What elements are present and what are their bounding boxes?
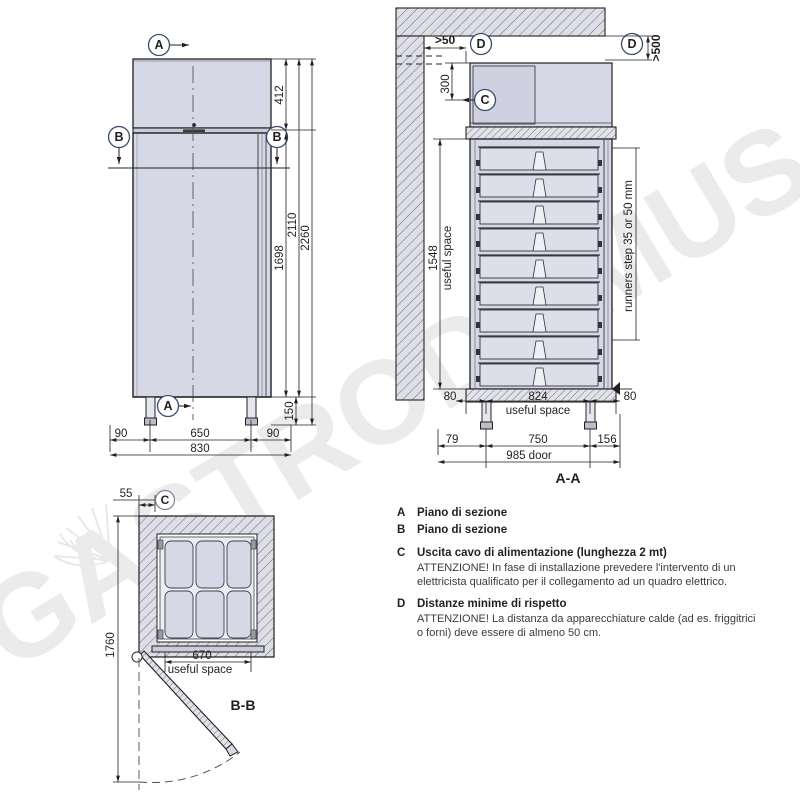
dim-rear-offset: 156 bbox=[597, 434, 616, 446]
legend-key-c: C bbox=[397, 547, 406, 559]
legend-note-c: ATTENZIONE! In fase di installazione pre… bbox=[417, 562, 736, 588]
clearance-top-label: >500 bbox=[649, 34, 663, 61]
legend-item-d: D Distanze minime di rispetto ATTENZIONE… bbox=[397, 596, 757, 640]
dim-center-width: 650 bbox=[190, 428, 209, 440]
clearance-dims bbox=[423, 35, 652, 390]
marker-label-a-top: A bbox=[154, 38, 163, 52]
front-horizontal-dims bbox=[109, 420, 292, 457]
marker-b-left bbox=[107, 125, 131, 164]
legend-key-d: D bbox=[397, 598, 406, 610]
marker-label-b-right: B bbox=[272, 130, 281, 144]
dim-useful-height-label: useful space bbox=[442, 226, 454, 291]
dim-left-inset: 90 bbox=[115, 428, 128, 440]
marker-label-d-right: D bbox=[627, 37, 636, 51]
legend-title-b: Piano di sezione bbox=[417, 524, 508, 536]
dim-overall-height: 2260 bbox=[300, 225, 312, 251]
legend-title-c: Uscita cavo di alimentazione (lunghezza … bbox=[417, 547, 667, 559]
front-elevation-geometry bbox=[132, 58, 272, 426]
marker-label-c-aa: C bbox=[480, 93, 489, 107]
marker-d-right bbox=[620, 32, 644, 56]
dim-useful-width-label: useful space bbox=[168, 664, 233, 676]
dim-top-panel-height: 412 bbox=[274, 85, 286, 104]
dim-aa-right-offset: 80 bbox=[624, 391, 637, 403]
dim-right-inset: 90 bbox=[267, 428, 280, 440]
marker-label-c-bb: C bbox=[161, 493, 170, 507]
section-aa-geometry bbox=[395, 7, 632, 430]
dim-door-height: 1698 bbox=[274, 245, 286, 271]
tray-stack bbox=[476, 146, 602, 387]
dim-runners-step: runners step 35 or 50 mm bbox=[623, 180, 635, 312]
legend-title-a: Piano di sezione bbox=[417, 507, 508, 519]
marker-d-left bbox=[469, 32, 493, 56]
dim-cable-offset: 55 bbox=[120, 488, 133, 500]
dim-overall-width: 830 bbox=[190, 443, 209, 455]
legend-item-c: C Uscita cavo di alimentazione (lunghezz… bbox=[397, 545, 757, 589]
dim-front-offset: 79 bbox=[446, 434, 459, 446]
dim-leg-height: 150 bbox=[284, 401, 296, 420]
marker-label-d-left: D bbox=[476, 37, 485, 51]
bb-dims bbox=[113, 489, 252, 783]
dim-cable-height: 300 bbox=[440, 74, 452, 93]
legend-key-b: B bbox=[397, 524, 406, 536]
dim-door-depth: 985 door bbox=[506, 450, 552, 462]
front-vertical-dims bbox=[271, 58, 316, 426]
dim-useful-depth-label: useful space bbox=[506, 405, 571, 417]
legend-block: A Piano di sezione B Piano di sezione C … bbox=[397, 505, 757, 641]
legend-item-a: A Piano di sezione bbox=[397, 505, 757, 521]
dim-overall-depth: 1760 bbox=[105, 632, 117, 658]
aa-bottom-dims bbox=[437, 399, 621, 468]
marker-a-top bbox=[147, 33, 189, 57]
legend-title-d: Distanze minime di rispetto bbox=[417, 598, 567, 610]
section-aa-caption: A-A bbox=[556, 470, 581, 486]
section-bb-geometry bbox=[131, 515, 275, 790]
marker-label-a-bottom: A bbox=[163, 399, 172, 413]
dim-leg-span: 750 bbox=[528, 434, 547, 446]
legend-note-d: ATTENZIONE! La distanza da apparecchiatu… bbox=[417, 613, 756, 639]
dim-aa-left-offset: 80 bbox=[444, 391, 457, 403]
dim-useful-width: 670 bbox=[192, 650, 211, 662]
dim-useful-height: 1548 bbox=[428, 245, 440, 271]
dim-body-height: 2110 bbox=[287, 213, 299, 238]
legend-key-a: A bbox=[397, 507, 406, 519]
section-bb-caption: B-B bbox=[231, 697, 256, 713]
marker-a-bottom bbox=[156, 394, 191, 418]
marker-label-b-left: B bbox=[114, 130, 123, 144]
legend-item-b: B Piano di sezione bbox=[397, 522, 757, 538]
pan-grid bbox=[164, 540, 252, 639]
dim-useful-depth: 824 bbox=[528, 391, 548, 403]
marker-c-section-aa bbox=[462, 88, 497, 112]
clearance-left-label: >50 bbox=[435, 33, 456, 47]
